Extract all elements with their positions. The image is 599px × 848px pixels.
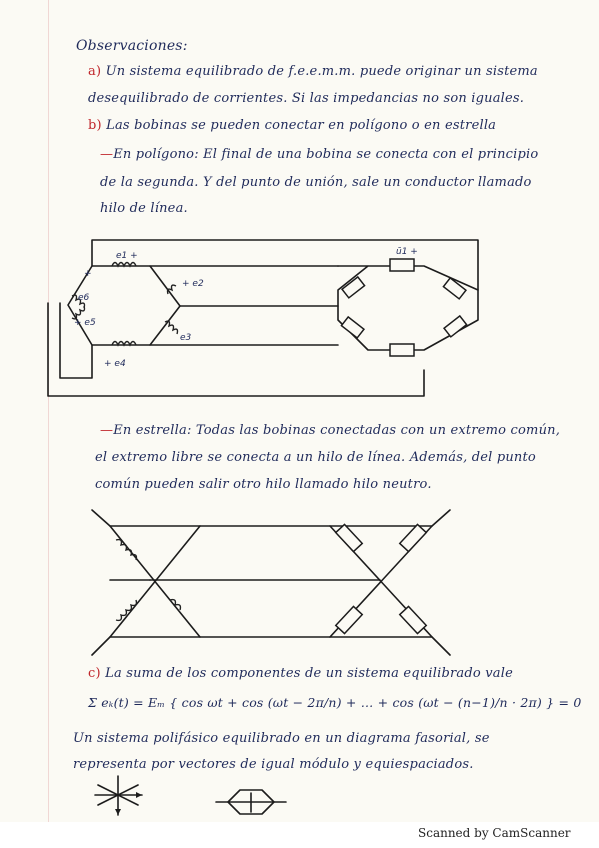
star-top-line [91,509,451,527]
star-coil-1 [115,538,138,561]
estrella-dash: — [100,423,114,438]
star-bottom-line [91,636,451,656]
line-wire-bottom [47,302,425,397]
item-b-marker: b) [88,118,102,133]
impedance-left-bottom [340,315,366,339]
sum-formula: Σ eₖ(t) = Eₘ { cos ωt + cos (ωt − 2π/n) … [88,695,582,710]
label-e6: e6 [78,293,90,303]
estrella-line-1: —En estrella: Todas las bobinas conectad… [100,423,560,438]
poligono-text-1: En polígono: El final de una bobina se c… [113,147,539,162]
estrella-line-3: común pueden salir otro hilo llamado hil… [95,477,432,492]
item-c-text-1: La suma de los componentes de un sistema… [105,666,513,681]
impedance-right-top [442,276,468,300]
item-a-line-1: a) Un sistema equilibrado de f.e.e.m.m. … [88,64,538,79]
item-b-line-1: b) Las bobinas se pueden conectar en pol… [88,118,496,133]
label-u1: ū1 + [396,247,418,257]
estrella-text-1: En estrella: Todas las bobinas conectada… [113,423,561,438]
coil-left-top [71,294,86,309]
poligono-dash: — [100,147,114,162]
label-e3: e3 [180,333,192,343]
item-c-line-2: Un sistema polifásico equilibrado en un … [73,731,490,746]
label-e4: + e4 [104,359,126,369]
margin-line [48,0,49,825]
item-a-text-1: Un sistema equilibrado de f.e.e.m.m. pue… [105,64,538,79]
label-e5: + e5 [74,318,96,328]
scan-footer-bar [0,822,599,848]
line-wire-inner [59,302,93,379]
label-plus: + [84,269,92,279]
item-c-marker: c) [88,666,101,681]
impedance-bottom [389,343,415,357]
page-title: Observaciones: [76,38,188,54]
poligono-line-3: hilo de línea. [100,201,188,216]
scan-footer: Scanned by CamScanner [418,826,571,840]
star-impedance-2 [398,523,428,553]
label-e2: + e2 [182,279,204,289]
star-source-diag-2 [109,525,201,638]
star-coil-3 [169,598,182,611]
item-a-line-2: desequilibrado de corrientes. Si las imp… [88,91,525,106]
coil-bottom [111,340,137,347]
item-c-line-1: c) La suma de los componentes de un sist… [88,666,513,681]
impedance-left-top [340,275,366,299]
item-b-text-1: Las bobinas se pueden conectar en polígo… [106,118,497,133]
phasor-polygon [215,789,287,815]
star-impedance-3 [334,605,364,635]
item-c-line-3: representa por vectores de igual módulo … [73,757,474,772]
impedance-top [389,258,415,272]
coil-right-top [166,284,177,295]
label-e1: e1 + [116,251,138,261]
impedance-right-bottom [442,314,468,338]
star-coil-2 [115,599,138,622]
coil-top [111,261,137,268]
poligono-line-1: —En polígono: El final de una bobina se … [100,147,538,162]
poligono-line-2: de la segunda. Y del punto de unión, sal… [100,175,532,190]
coil-right-bottom [164,320,179,335]
star-impedance-4 [398,605,428,635]
item-a-marker: a) [88,64,102,79]
phasor-star [94,775,143,816]
line-wire-top [91,239,479,291]
coil-left-bottom [71,305,86,320]
estrella-line-2: el extremo libre se conecta a un hilo de… [95,450,536,465]
star-impedance-1 [334,523,364,553]
